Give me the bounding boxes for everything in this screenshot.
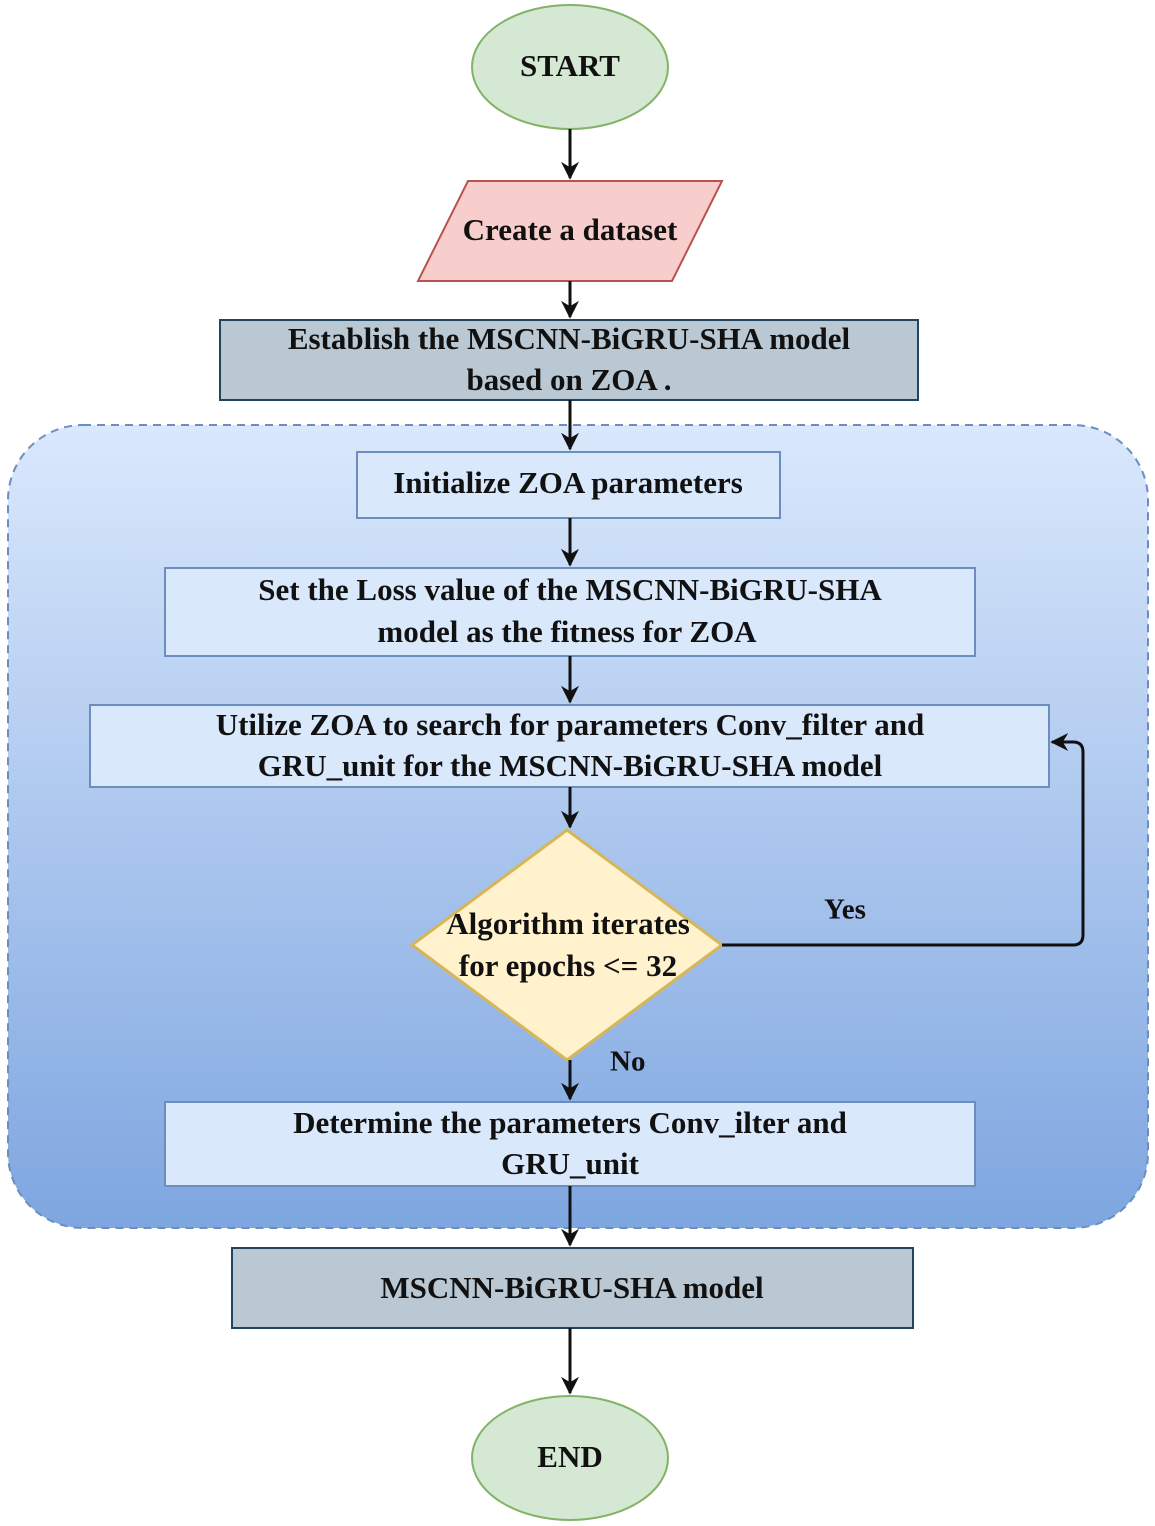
utilize-zoa-line1: Utilize ZOA to search for parameters Con… xyxy=(216,707,925,742)
yes-label: Yes xyxy=(824,894,866,926)
init-params-node: Initialize ZOA parameters xyxy=(356,451,781,519)
final-model-label: MSCNN-BiGRU-SHA model xyxy=(380,1270,764,1305)
set-loss-line1: Set the Loss value of the MSCNN-BiGRU-SH… xyxy=(258,572,882,607)
create-dataset-node: Create a dataset xyxy=(416,180,724,282)
decision-line1: Algorithm iterates xyxy=(446,906,690,941)
utilize-zoa-node: Utilize ZOA to search for parameters Con… xyxy=(89,704,1050,788)
decision-line2: for epochs <= 32 xyxy=(459,948,677,983)
determine-line1: Determine the parameters Conv_ilter and xyxy=(293,1105,847,1140)
init-params-label: Initialize ZOA parameters xyxy=(393,465,743,500)
determine-node: Determine the parameters Conv_ilter and … xyxy=(164,1101,976,1187)
establish-model-node: Establish the MSCNN-BiGRU-SHA model base… xyxy=(219,319,919,401)
decision-node: Algorithm iterates for epochs <= 32 xyxy=(409,828,725,1062)
end-label: END xyxy=(537,1439,602,1474)
edge-decision-yes-loop xyxy=(722,733,1085,947)
create-dataset-label: Create a dataset xyxy=(463,212,678,247)
start-node: START xyxy=(471,4,669,130)
determine-line2: GRU_unit xyxy=(501,1146,639,1181)
set-loss-line2: model as the fitness for ZOA xyxy=(377,614,757,649)
start-label: START xyxy=(520,48,620,83)
set-loss-node: Set the Loss value of the MSCNN-BiGRU-SH… xyxy=(164,567,976,657)
establish-model-line1: Establish the MSCNN-BiGRU-SHA model xyxy=(288,321,851,356)
no-label: No xyxy=(610,1046,645,1078)
end-node: END xyxy=(471,1395,669,1521)
utilize-zoa-line2: GRU_unit for the MSCNN-BiGRU-SHA model xyxy=(258,748,883,783)
establish-model-line2: based on ZOA . xyxy=(466,362,671,397)
final-model-node: MSCNN-BiGRU-SHA model xyxy=(231,1247,914,1329)
